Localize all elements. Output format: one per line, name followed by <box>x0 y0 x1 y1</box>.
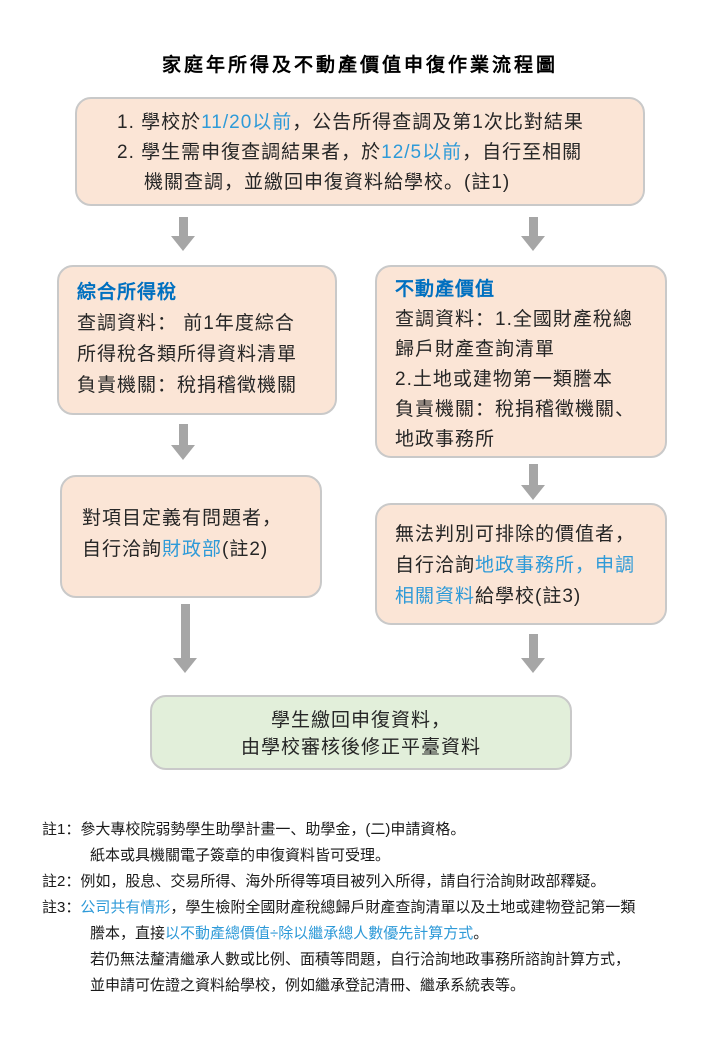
note3-line-2: 謄本，直接以不動產總價值÷除以繼承總人數優先計算方式。 <box>90 925 489 942</box>
real-estate-line-2: 歸戶財產查詢清單 <box>395 339 556 360</box>
final-line-1: 學生繳回申復資料， <box>270 710 451 731</box>
down-arrow-right-1 <box>521 217 545 251</box>
note3-line-4: 並申請可佐證之資料給學校，例如繼承登記清冊、繼承系統表等。 <box>90 977 526 994</box>
real-estate-line-4: 負責機關：稅捐稽徵機關、 <box>395 399 636 420</box>
down-arrow-left-2 <box>171 424 195 460</box>
footnotes: 註1：參大專校院弱勢學生助學計畫一、助學金，(二)申請資格。 紙本或具機關電子簽… <box>42 817 712 999</box>
final-result-box: 學生繳回申復資料， 由學校審核後修正平臺資料 <box>150 695 572 770</box>
step1-line-2: 2. 學生需申復查調結果者，於12/5以前，自行至相關 <box>117 142 583 163</box>
estate-inquiry-box: 無法判別可排除的價值者， 自行洽詢地政事務所，申調 相關資料給學校(註3) <box>375 503 667 625</box>
real-estate-box: 不動產價值 查調資料：1.全國財產稅總 歸戶財產查詢清單 2.土地或建物第一類謄… <box>375 265 667 458</box>
income-inquiry-line-2: 自行洽詢財政部(註2) <box>82 539 269 560</box>
down-arrow-right-3 <box>521 634 545 673</box>
real-estate-line-3: 2.土地或建物第一類謄本 <box>395 369 613 390</box>
real-estate-line-1: 查調資料：1.全國財產稅總 <box>395 309 633 330</box>
income-tax-heading: 綜合所得稅 <box>77 282 178 303</box>
income-inquiry-box: 對項目定義有問題者， 自行洽詢財政部(註2) <box>60 475 322 598</box>
estate-inquiry-line-3: 相關資料給學校(註3) <box>395 586 582 607</box>
income-tax-line-2: 所得稅各類所得資料清單 <box>77 344 298 365</box>
note1-line-2: 紙本或具機關電子簽章的申復資料皆可受理。 <box>90 847 391 864</box>
estate-inquiry-line-2: 自行洽詢地政事務所，申調 <box>395 555 636 576</box>
step1-line-1: 1. 學校於11/20以前，公告所得查調及第1次比對結果 <box>117 112 584 133</box>
page-title: 家庭年所得及不動產價值申復作業流程圖 <box>161 55 558 76</box>
real-estate-line-5: 地政事務所 <box>395 429 496 450</box>
final-line-2: 由學校審核後修正平臺資料 <box>240 737 481 758</box>
income-inquiry-line-1: 對項目定義有問題者， <box>82 508 283 529</box>
note3-line-1: 註3：公司共有情形，學生檢附全國財產稅總歸戶財產查詢清單以及土地或建物登記第一類 <box>42 899 636 916</box>
note1-line-1: 註1：參大專校院弱勢學生助學計畫一、助學金，(二)申請資格。 <box>42 821 466 838</box>
step1-line-3: 機關查調，並繳回申復資料給學校。(註1) <box>144 172 511 193</box>
estate-inquiry-line-1: 無法判別可排除的價值者， <box>395 524 636 545</box>
down-arrow-left-3 <box>173 604 197 673</box>
down-arrow-left-1 <box>171 217 195 251</box>
note2-line-1: 註2：例如，股息、交易所得、海外所得等項目被列入所得，請自行洽詢財政部釋疑。 <box>42 873 606 890</box>
income-tax-line-3: 負責機關：稅捐稽徵機關 <box>77 375 298 396</box>
real-estate-heading: 不動產價值 <box>395 279 496 300</box>
income-tax-box: 綜合所得稅 查調資料： 前1年度綜合 所得稅各類所得資料清單 負責機關：稅捐稽徵… <box>57 265 337 415</box>
step1-announcement-box: 1. 學校於11/20以前，公告所得查調及第1次比對結果 2. 學生需申復查調結… <box>75 97 645 206</box>
income-tax-line-1: 查調資料： 前1年度綜合 <box>77 313 295 334</box>
note3-line-3: 若仍無法釐清繼承人數或比例、面積等問題，自行洽詢地政事務所諮詢計算方式， <box>90 951 631 968</box>
down-arrow-right-2 <box>521 464 545 500</box>
